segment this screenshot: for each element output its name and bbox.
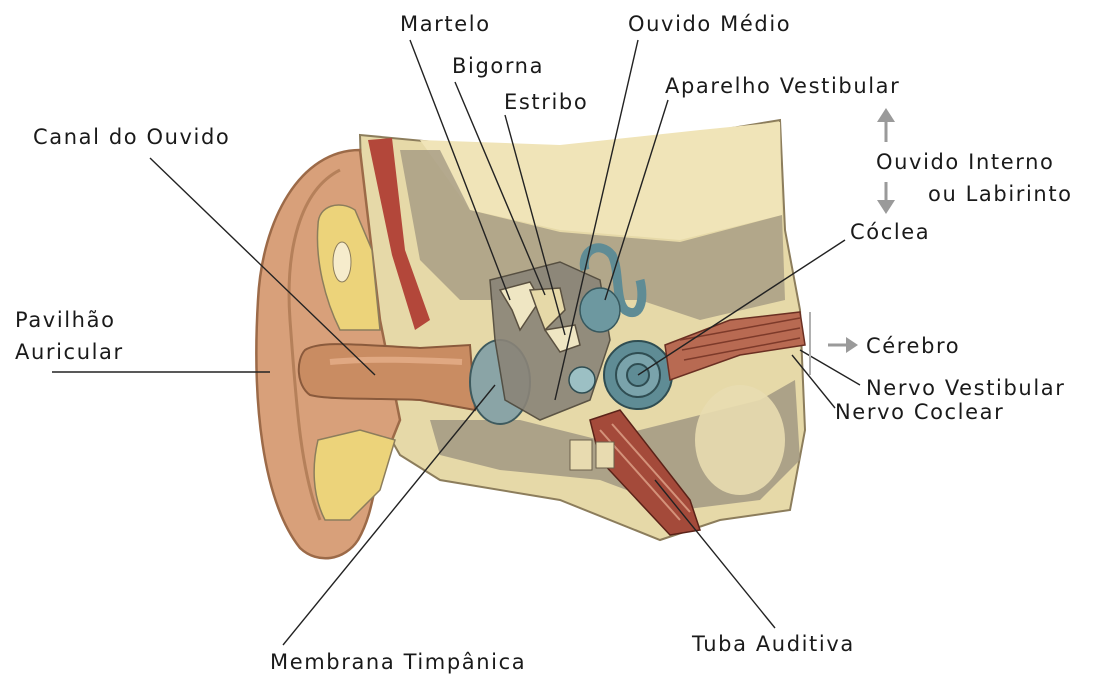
label-bigorna: Bigorna [452,56,544,77]
mastoid-patch [695,385,785,495]
label-ouvido-medio: Ouvido Médio [628,14,791,35]
label-nervo-vestibular: Nervo Vestibular [866,378,1065,399]
vestibule [580,288,620,332]
cartilage-lumen [333,242,351,282]
label-canal-do-ouvido: Canal do Ouvido [33,127,230,148]
ear-canal-highlight [330,360,462,362]
label-martelo: Martelo [400,14,491,35]
label-pavilhao: Pavilhão [15,310,116,331]
label-cerebro: Cérebro [866,336,960,357]
label-aparelho-vestibular: Aparelho Vestibular [665,76,900,97]
label-ou-labirinto: ou Labirinto [928,184,1073,205]
middle-ear-cavity [490,262,610,420]
label-membrana-timpanica: Membrana Timpânica [270,652,526,673]
arrow-down-head [877,200,895,214]
label-coclea: Cóclea [850,222,930,243]
label-estribo: Estribo [504,92,588,113]
bone-block-b [596,442,614,468]
arrow-right-head [846,337,858,353]
arrow-up-head [877,108,895,122]
bone-block-a [570,440,592,470]
label-tuba-auditiva: Tuba Auditiva [692,634,855,655]
cochlear-window [569,367,595,393]
label-ouvido-interno: Ouvido Interno [876,152,1054,173]
label-auricular: Auricular [15,342,124,363]
label-nervo-coclear: Nervo Coclear [835,402,1004,423]
cartilage-lower [314,430,395,520]
